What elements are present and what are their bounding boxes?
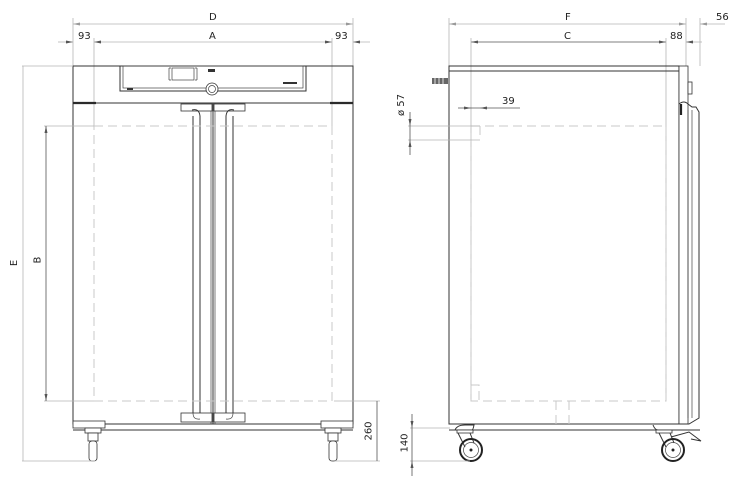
dim-label-A: A <box>209 31 216 42</box>
dim-label-F: F <box>565 12 571 23</box>
dim-label-C: C <box>564 31 571 42</box>
dim-label-port-diameter: ø 57 <box>396 93 408 117</box>
dim-label-56: 56 <box>716 12 729 23</box>
front-view <box>22 18 380 462</box>
dim-label-93-left: 93 <box>78 31 91 42</box>
caster-side-front <box>652 424 702 462</box>
dim-label-140: 140 <box>399 433 411 453</box>
dim-label-B: B <box>32 256 44 264</box>
dim-label-88: 88 <box>670 31 683 42</box>
dim-label-E: E <box>9 259 21 267</box>
caster-front-left <box>84 427 102 462</box>
dim-label-260: 260 <box>363 421 375 441</box>
caster-front-right <box>324 427 342 462</box>
side-view <box>408 18 725 476</box>
dim-label-D: D <box>209 12 217 23</box>
dim-label-93-right: 93 <box>335 31 348 42</box>
caster-side-rear <box>454 424 483 462</box>
dim-label-39: 39 <box>502 96 515 107</box>
